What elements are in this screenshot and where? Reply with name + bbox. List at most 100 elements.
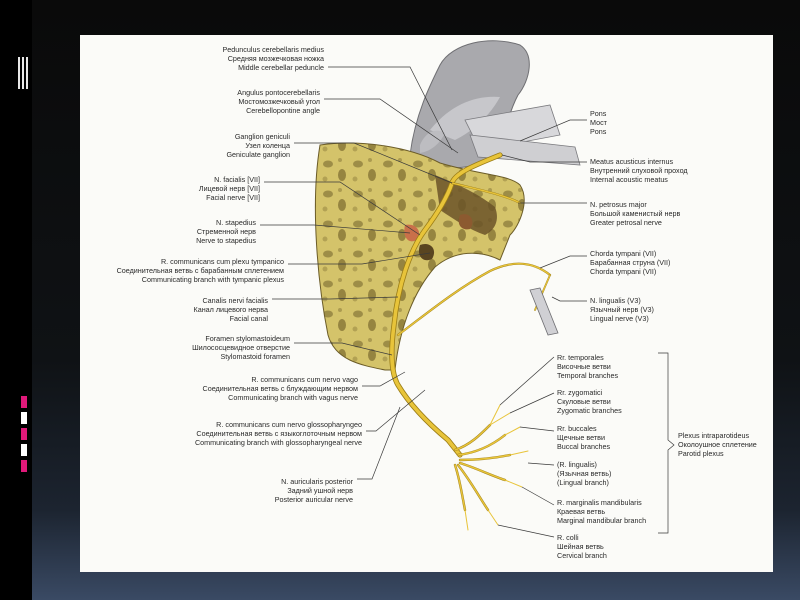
svg-text:Marginal mandibular branch: Marginal mandibular branch	[557, 516, 646, 525]
label-r-lingualis: (R. lingualis) (Язычная ветвь) (Lingual …	[557, 460, 611, 487]
svg-text:Rr. temporales: Rr. temporales	[557, 353, 604, 362]
svg-text:Задний ушной нерв: Задний ушной нерв	[287, 486, 353, 495]
svg-text:(Язычная ветвь): (Язычная ветвь)	[557, 469, 611, 478]
svg-text:Rr. buccales: Rr. buccales	[557, 424, 597, 433]
svg-text:Мостомозжечковый угол: Мостомозжечковый угол	[238, 97, 320, 106]
svg-text:N. stapedius: N. stapedius	[216, 218, 256, 227]
label-r-vago: R. communicans cum nervo vago Соединител…	[203, 375, 359, 402]
svg-text:Cervical branch: Cervical branch	[557, 551, 607, 560]
label-meatus: Meatus acusticus internus Внутренний слу…	[590, 157, 688, 184]
svg-text:Cerebellopontine angle: Cerebellopontine angle	[246, 106, 320, 115]
label-petrosus: N. petrosus major Большой каменистый нер…	[590, 200, 681, 227]
svg-text:Соединительная ветвь с языкогл: Соединительная ветвь с языкоглоточным не…	[196, 429, 362, 438]
svg-text:Лицевой нерв [VII]: Лицевой нерв [VII]	[199, 184, 260, 193]
svg-text:Канал лицевого нерва: Канал лицевого нерва	[194, 305, 268, 314]
brainstem-illustration	[409, 40, 581, 169]
svg-text:Angulus pontocerebellaris: Angulus pontocerebellaris	[237, 88, 320, 97]
svg-text:Pons: Pons	[590, 109, 607, 118]
label-zygomatici: Rr. zygomatici Скуловые ветви Zygomatic …	[557, 388, 622, 415]
svg-text:Plexus intraparotideus: Plexus intraparotideus	[678, 431, 750, 440]
label-canalis: Canalis nervi facialis Канал лицевого не…	[194, 296, 269, 323]
label-facialis: N. facialis [VII] Лицевой нерв [VII] Fac…	[199, 175, 260, 202]
label-pons: Pons Мост Pons	[590, 109, 608, 136]
svg-text:(Lingual branch): (Lingual branch)	[557, 478, 609, 487]
parotid-plexus-branches	[453, 404, 529, 531]
lingual-nerve-rod	[529, 287, 559, 336]
svg-text:Facial canal: Facial canal	[230, 314, 269, 323]
svg-text:Zygomatic branches: Zygomatic branches	[557, 406, 622, 415]
svg-text:N. facialis [VII]: N. facialis [VII]	[214, 175, 260, 184]
svg-text:Nerve to stapedius: Nerve to stapedius	[196, 236, 256, 245]
svg-text:R. marginalis mandibularis: R. marginalis mandibularis	[557, 498, 642, 507]
label-r-glosso: R. communicans cum nervo glossopharyngeo…	[195, 420, 362, 447]
svg-text:Pons: Pons	[590, 127, 607, 136]
svg-text:Communicating branch with glos: Communicating branch with glossopharynge…	[195, 438, 362, 447]
svg-text:Buccal branches: Buccal branches	[557, 442, 611, 451]
svg-text:Facial nerve [VII]: Facial nerve [VII]	[206, 193, 260, 202]
label-r-tympanico: R. communicans cum plexu tympanico Соеди…	[117, 257, 285, 284]
svg-text:Greater petrosal nerve: Greater petrosal nerve	[590, 218, 662, 227]
label-chorda: Chorda tympani (VII) Барабанная струна (…	[590, 249, 670, 276]
svg-text:N. petrosus major: N. petrosus major	[590, 200, 647, 209]
svg-text:Lingual nerve (V3): Lingual nerve (V3)	[590, 314, 649, 323]
right-leader-lines	[497, 119, 587, 538]
decorative-vertical-lines	[18, 57, 30, 89]
svg-text:R. colli: R. colli	[557, 533, 579, 542]
svg-text:Внутренний слуховой проход: Внутренний слуховой проход	[590, 166, 688, 175]
svg-text:Краевая ветвь: Краевая ветвь	[557, 507, 605, 516]
label-auricularis: N. auricularis posterior Задний ушной не…	[275, 477, 354, 504]
svg-text:Средняя мозжечковая ножка: Средняя мозжечковая ножка	[228, 54, 324, 63]
facial-nerve-diagram: Pedunculus cerebellaris medius Средняя м…	[117, 40, 757, 560]
svg-text:Communicating branch with tymp: Communicating branch with tympanic plexu…	[142, 275, 285, 284]
svg-text:R. communicans cum plexu tympa: R. communicans cum plexu tympanico	[161, 257, 284, 266]
svg-text:Chorda tympani (VII): Chorda tympani (VII)	[590, 267, 656, 276]
svg-text:Middle cerebellar peduncle: Middle cerebellar peduncle	[238, 63, 324, 72]
svg-text:Communicating branch with vagu: Communicating branch with vagus nerve	[228, 393, 358, 402]
label-stapedius: N. stapedius Стременной нерв Nerve to st…	[196, 218, 256, 245]
svg-text:Височные ветви: Височные ветви	[557, 362, 611, 371]
label-angle: Angulus pontocerebellaris Мостомозжечков…	[237, 88, 320, 115]
svg-text:Foramen stylomastoideum: Foramen stylomastoideum	[205, 334, 290, 343]
label-ganglion: Ganglion geniculi Узел коленца Geniculat…	[226, 132, 290, 159]
svg-text:Canalis nervi facialis: Canalis nervi facialis	[202, 296, 268, 305]
label-colli: R. colli Шейная ветвь Cervical branch	[557, 533, 607, 560]
svg-text:Stylomastoid foramen: Stylomastoid foramen	[220, 352, 290, 361]
svg-text:R. communicans cum nervo vago: R. communicans cum nervo vago	[251, 375, 358, 384]
left-leader-lines	[260, 66, 459, 480]
svg-text:Temporal branches: Temporal branches	[557, 371, 619, 380]
svg-text:Барабанная струна (VII): Барабанная струна (VII)	[590, 258, 670, 267]
svg-text:Geniculate ganglion: Geniculate ganglion	[226, 150, 290, 159]
decorative-color-squares	[21, 396, 29, 476]
svg-text:Pedunculus cerebellaris medius: Pedunculus cerebellaris medius	[223, 45, 325, 54]
svg-text:Соединительная ветвь с блуждаю: Соединительная ветвь с блуждающим нервом	[203, 384, 359, 393]
svg-text:Meatus acusticus internus: Meatus acusticus internus	[590, 157, 674, 166]
anatomy-figure-panel: Pedunculus cerebellaris medius Средняя м…	[80, 35, 773, 572]
svg-text:(R. lingualis): (R. lingualis)	[557, 460, 597, 469]
svg-text:Узел коленца: Узел коленца	[245, 141, 290, 150]
label-buccales: Rr. buccales Щечные ветви Buccal branche…	[557, 424, 611, 451]
label-peduncle: Pedunculus cerebellaris medius Средняя м…	[223, 45, 325, 72]
label-foramen: Foramen stylomastoideum Шилососцевидное …	[192, 334, 290, 361]
svg-text:Соединительная ветвь с барабан: Соединительная ветвь с барабанным сплете…	[117, 266, 284, 275]
svg-text:Шилососцевидное отверстие: Шилососцевидное отверстие	[192, 343, 290, 352]
svg-text:Щечные ветви: Щечные ветви	[557, 433, 605, 442]
svg-text:Posterior auricular nerve: Posterior auricular nerve	[275, 495, 353, 504]
svg-text:Скуловые ветви: Скуловые ветви	[557, 397, 611, 406]
temporal-bone-section	[314, 142, 525, 371]
label-plexus: Plexus intraparotideus Околоушное сплете…	[678, 431, 757, 458]
svg-text:R. communicans cum nervo gloss: R. communicans cum nervo glossopharyngeo	[216, 420, 362, 429]
plexus-brace	[658, 352, 675, 534]
svg-text:Стременной нерв: Стременной нерв	[197, 227, 256, 236]
svg-text:Rr. zygomatici: Rr. zygomatici	[557, 388, 603, 397]
svg-text:Околоушное сплетение: Околоушное сплетение	[678, 440, 757, 449]
svg-text:Большой каменистый нерв: Большой каменистый нерв	[590, 209, 681, 218]
svg-text:N. lingualis (V3): N. lingualis (V3)	[590, 296, 641, 305]
slide-left-bar	[0, 0, 32, 600]
svg-text:Ganglion geniculi: Ganglion geniculi	[235, 132, 291, 141]
label-temporales: Rr. temporales Височные ветви Temporal b…	[557, 353, 619, 380]
label-marginalis: R. marginalis mandibularis Краевая ветвь…	[557, 498, 646, 525]
svg-text:Parotid plexus: Parotid plexus	[678, 449, 724, 458]
svg-text:Мост: Мост	[590, 118, 608, 127]
label-lingualis: N. lingualis (V3) Язычный нерв (V3) Ling…	[590, 296, 654, 323]
svg-text:N. auricularis posterior: N. auricularis posterior	[281, 477, 354, 486]
